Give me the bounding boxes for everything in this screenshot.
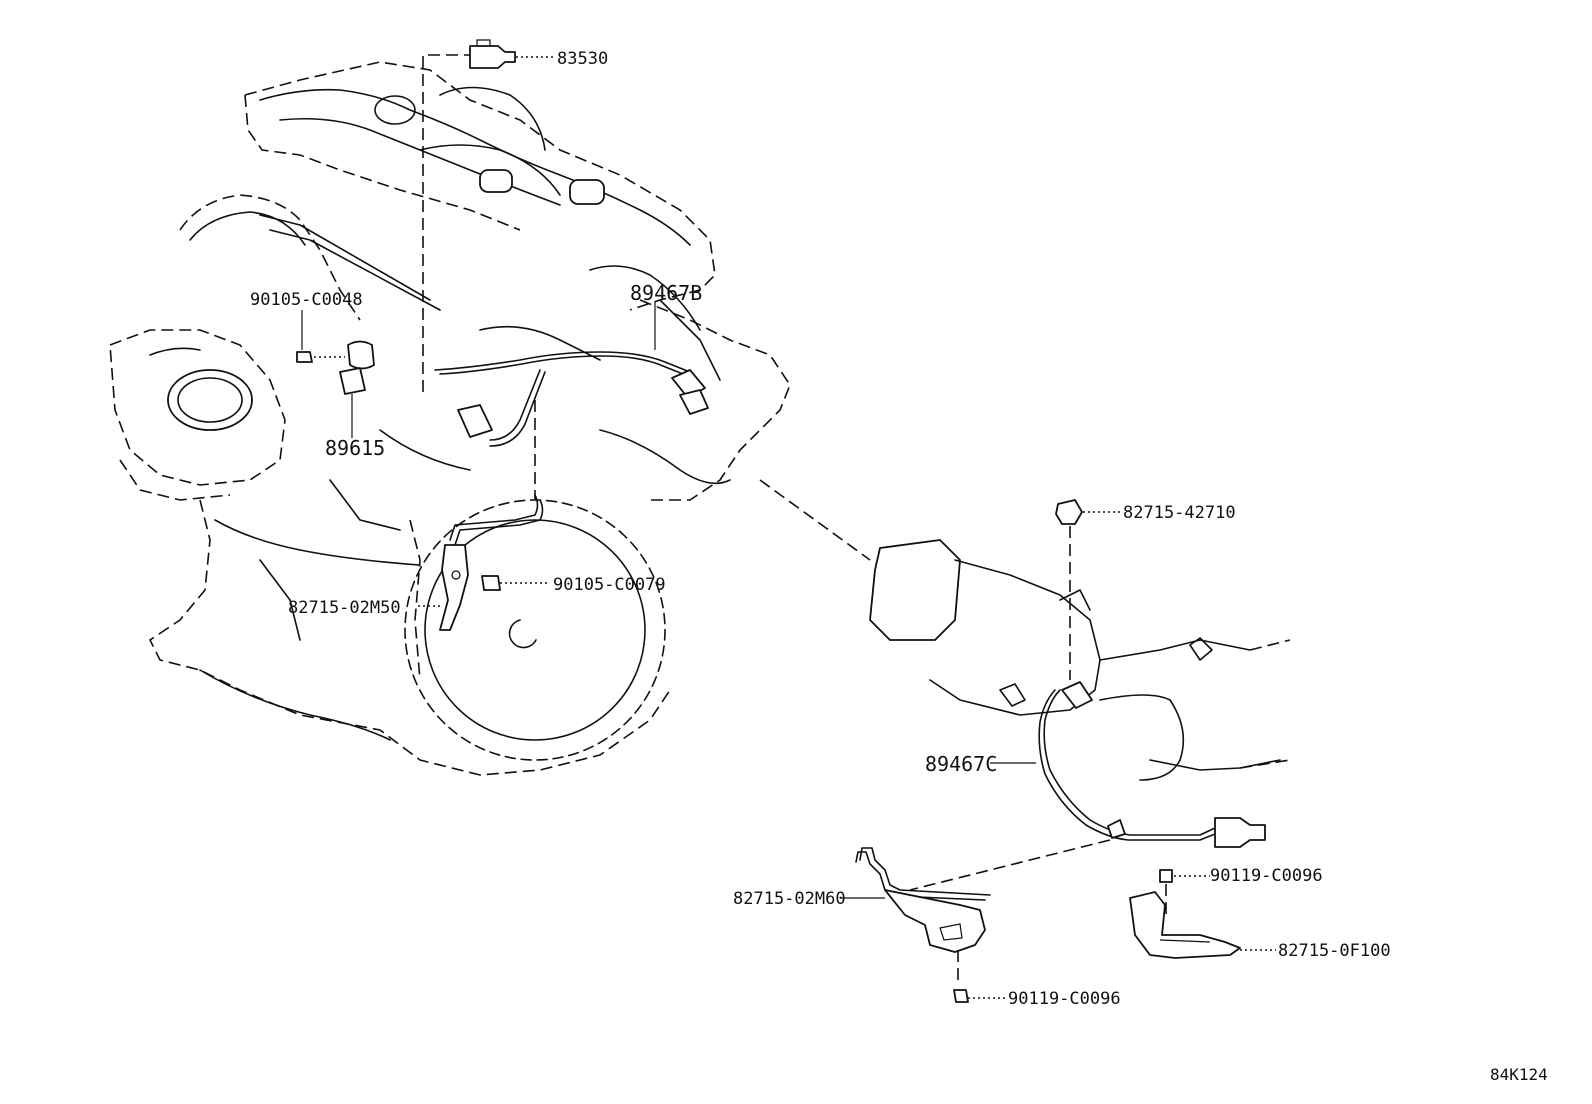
callout-82715-02m50: 82715-02M50 [288, 598, 401, 618]
callout-90105-c0048: 90105-C0048 [250, 290, 363, 310]
bracket-82715-02m50 [418, 400, 548, 631]
callout-89467c: 89467C [925, 752, 997, 776]
diagram-code: 84K124 [1490, 1065, 1548, 1084]
o2-sensor-89467c [909, 681, 1266, 891]
callout-90119-c0096-upper: 90119-C0096 [1210, 866, 1323, 886]
callout-82715-42710: 82715-42710 [1123, 503, 1236, 523]
sensor-83530 [469, 39, 555, 69]
callout-82715-02m60: 82715-02M60 [733, 889, 846, 909]
callout-89467b: 89467B [630, 281, 702, 305]
bracket-82715-0f100 [1129, 869, 1276, 959]
bracket-82715-02m60 [840, 847, 1006, 1003]
callout-90119-c0096-lower: 90119-C0096 [1008, 989, 1121, 1009]
exhaust-converter [759, 479, 1291, 781]
callout-90105-c0079: 90105-C0079 [553, 575, 666, 595]
callout-83530: 83530 [557, 49, 608, 69]
callout-89615: 89615 [325, 436, 385, 460]
knock-sensor-89615 [296, 310, 375, 438]
o2-sensor-89467b [434, 302, 709, 447]
callout-82715-0f100: 82715-0F100 [1278, 941, 1391, 961]
engine-assembly-outline [109, 54, 791, 776]
